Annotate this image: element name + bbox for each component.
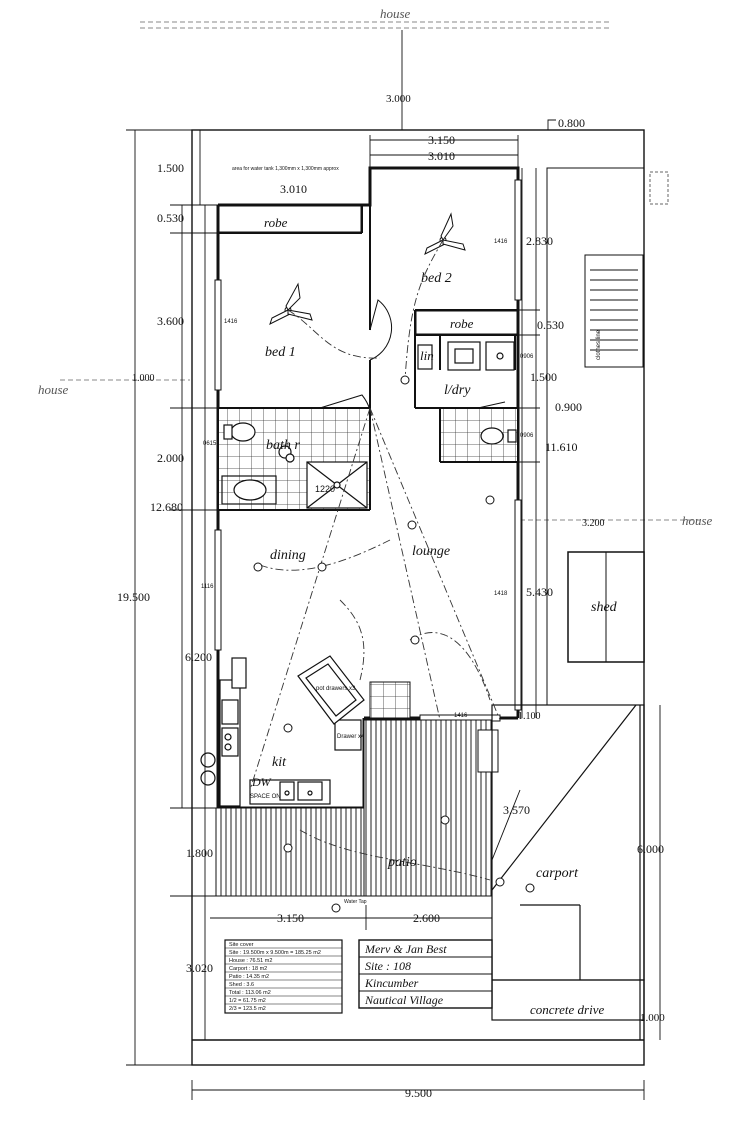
- dim-19500: 19.500: [117, 590, 150, 604]
- dim-3150-bottom: 3.150: [277, 911, 304, 925]
- interior-walls: [218, 205, 518, 511]
- kit-label: kit: [272, 755, 287, 770]
- windows: [214, 179, 522, 722]
- rainwater-note: area for water tank 1,300mm x 1,300mm ap…: [232, 166, 339, 172]
- window-code: 1416: [224, 319, 238, 325]
- site-table-row: 1/2 = 61.75 m2: [229, 998, 266, 1004]
- site-table-row: Site cover: [229, 942, 254, 948]
- window-code: 0615: [203, 441, 217, 447]
- side-path: [546, 167, 645, 706]
- title-site: Site : 108: [365, 959, 411, 973]
- dim-1800: 1.800: [186, 846, 213, 860]
- window-code: 1416: [494, 239, 508, 245]
- tap-note: Water Tap: [344, 899, 367, 905]
- concrete-drive-label: concrete drive: [530, 1002, 604, 1017]
- dim-3150-top: 3.150: [428, 133, 455, 147]
- bath-label: bath r: [266, 438, 300, 453]
- dim-3010-robe: 3.010: [280, 182, 307, 196]
- dim-3570: 3.570: [503, 803, 530, 817]
- dim-0530-right: 0.530: [537, 318, 564, 332]
- dim-0800: 0.800: [558, 116, 585, 130]
- dim-12680: 12.680: [150, 500, 183, 514]
- title-estate: Nautical Village: [364, 993, 444, 1007]
- window-code: 0906: [520, 354, 534, 360]
- dw-label: DW: [251, 775, 272, 789]
- title-block: Merv & Jan Best Site : 108 Kincumber Nau…: [358, 939, 493, 1009]
- dim-2830: 2.830: [526, 234, 553, 248]
- patio-bench: [477, 729, 499, 773]
- pot-drawers-label: pot drawers x3: [316, 686, 356, 692]
- window-code: 1220: [315, 484, 335, 494]
- window-code: 0906: [520, 433, 534, 439]
- patio-deck: [215, 807, 367, 897]
- dw-sub-label: SPACE ON: [250, 794, 281, 800]
- bath-fixtures: [221, 422, 368, 509]
- kitchen-fixtures: [200, 655, 365, 807]
- neighbour-top-label: house: [380, 6, 411, 21]
- site-table-row: Total : 113.06 m2: [229, 990, 271, 996]
- ceiling-fans: [269, 212, 466, 325]
- robe-right-area: [415, 310, 518, 335]
- dim-3600: 3.600: [157, 314, 184, 328]
- robe-right-label: robe: [450, 316, 474, 331]
- dining-label: dining: [270, 548, 306, 563]
- site-table-row: Site : 19.500m x 9.500m = 185.25 m2: [229, 950, 321, 956]
- dim-0530-left: 0.530: [157, 211, 184, 225]
- dim-5430: 5.430: [526, 585, 553, 599]
- site-table-row: Shed : 3.6: [229, 982, 254, 988]
- laundry-fixtures: [417, 341, 517, 445]
- window-code: 1116: [201, 584, 214, 590]
- lin-label: lin: [420, 348, 434, 363]
- dim-1500: 1.500: [157, 161, 184, 175]
- site-table-row: Carport : 18 m2: [229, 966, 267, 972]
- robe-left-area: [218, 205, 362, 233]
- lounge-label: lounge: [412, 544, 450, 559]
- robe-left-label: robe: [264, 215, 288, 230]
- neighbour-left-label: house: [38, 382, 69, 397]
- neighbour-right-label: house: [682, 513, 713, 528]
- dim-11610: 11.610: [545, 440, 578, 454]
- water-tank-box: [649, 171, 669, 205]
- clothesline-label: clothes line: [596, 329, 602, 360]
- dim-6200: 6.200: [185, 650, 212, 664]
- laundry-tiles: [441, 409, 517, 461]
- title-owner: Merv & Jan Best: [364, 942, 447, 956]
- dimension-lines: [126, 30, 661, 1100]
- drawer-label: Drawer x4: [337, 734, 365, 740]
- dim-1100: 1.100: [518, 711, 541, 722]
- light-points: [253, 375, 535, 913]
- carport-area: [491, 704, 645, 1040]
- laundry-label: l/dry: [444, 383, 471, 398]
- site-table-row: Patio : 14.35 m2: [229, 974, 269, 980]
- storage-unit: [369, 681, 411, 719]
- dim-2600: 2.600: [413, 911, 440, 925]
- shed-label: shed: [591, 600, 618, 615]
- clothesline: [584, 254, 644, 368]
- dim-1000-left: 1.000: [132, 373, 155, 384]
- patio-label: patio: [387, 855, 417, 870]
- patio-deck-right: [363, 719, 493, 897]
- dim-top-3000: 3.000: [386, 93, 411, 105]
- dim-2000: 2.000: [157, 451, 184, 465]
- site-cover-table: Site cover Site : 19.500m x 9.500m = 185…: [224, 939, 343, 1014]
- bed2-label: bed 2: [421, 271, 452, 286]
- dim-0900: 0.900: [555, 400, 582, 414]
- dim-1000-right: 1.000: [640, 1012, 665, 1024]
- dim-3200: 3.200: [582, 518, 605, 529]
- window-code: 1416: [454, 713, 468, 719]
- window-code: 1418: [494, 591, 508, 597]
- site-table-row: House : 76.51 m2: [229, 958, 272, 964]
- dim-3010: 3.010: [428, 149, 455, 163]
- dim-500: 1.500: [530, 370, 557, 384]
- title-suburb: Kincumber: [364, 976, 419, 990]
- bed1-label: bed 1: [265, 345, 296, 360]
- carport-label: carport: [536, 866, 579, 881]
- dim-3020: 3.020: [186, 961, 213, 975]
- dim-6000: 6.000: [637, 842, 664, 856]
- neighbour-outlines: [60, 21, 700, 521]
- dim-9500: 9.500: [405, 1086, 432, 1100]
- site-table-row: 2/3 = 123.5 m2: [229, 1006, 266, 1012]
